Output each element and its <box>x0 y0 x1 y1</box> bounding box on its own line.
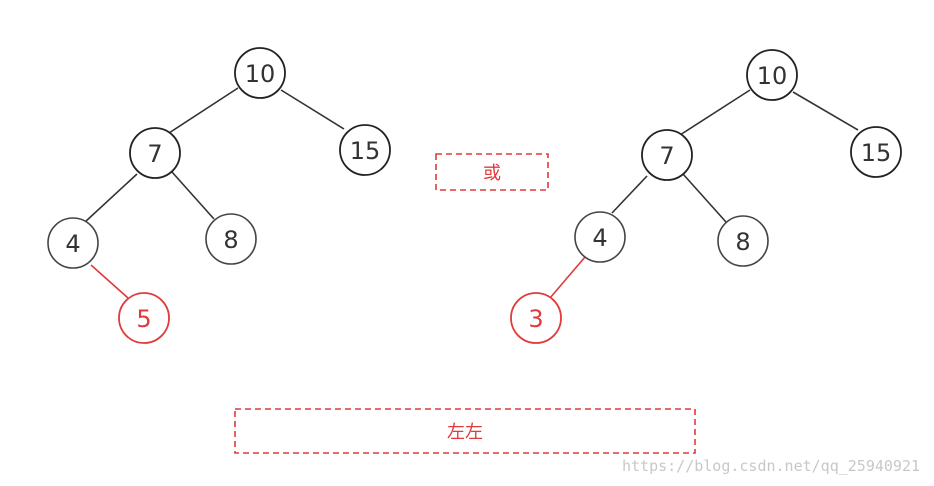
edge-7-8 <box>171 171 215 220</box>
right-node-7: 7 <box>641 129 693 181</box>
or-box: 或 <box>435 153 549 191</box>
node-label: 10 <box>757 62 788 90</box>
edge-7-4 <box>611 175 648 214</box>
node-label: 4 <box>592 224 607 252</box>
edge-10-15 <box>792 91 859 131</box>
right-tree: 10 7 15 4 8 3 <box>510 49 902 344</box>
node-label: 15 <box>861 139 892 167</box>
left-tree: 10 7 15 4 8 5 <box>47 47 391 344</box>
right-node-3: 3 <box>510 292 562 344</box>
node-label: 4 <box>65 230 80 258</box>
left-node-8: 8 <box>205 213 257 265</box>
left-node-4: 4 <box>47 217 99 269</box>
or-box-label: 或 <box>483 163 501 184</box>
node-label: 7 <box>147 140 162 168</box>
node-label: 8 <box>735 228 750 256</box>
edge-4-3 <box>549 256 586 299</box>
node-label: 3 <box>528 305 543 333</box>
node-label: 7 <box>659 142 674 170</box>
left-node-10: 10 <box>234 47 286 99</box>
left-tree-edges <box>84 87 345 299</box>
edge-10-7 <box>679 89 751 136</box>
left-node-5: 5 <box>118 292 170 344</box>
case-box-label: 左左 <box>447 422 483 443</box>
right-node-15: 15 <box>850 126 902 178</box>
edge-10-7 <box>168 87 239 134</box>
node-label: 10 <box>245 60 276 88</box>
edge-7-4 <box>84 173 138 223</box>
left-node-7: 7 <box>129 127 181 179</box>
watermark-text: https://blog.csdn.net/qq_25940921 <box>622 457 920 475</box>
right-node-8: 8 <box>717 215 769 267</box>
edge-10-15 <box>280 89 345 130</box>
right-node-10: 10 <box>746 49 798 101</box>
node-label: 15 <box>350 137 381 165</box>
case-box: 左左 <box>234 408 696 454</box>
left-node-15: 15 <box>339 124 391 176</box>
node-label: 5 <box>136 305 151 333</box>
edge-4-5 <box>90 264 129 299</box>
edge-7-8 <box>682 173 727 223</box>
node-label: 8 <box>223 226 238 254</box>
right-tree-edges <box>549 89 859 299</box>
right-node-4: 4 <box>574 211 626 263</box>
